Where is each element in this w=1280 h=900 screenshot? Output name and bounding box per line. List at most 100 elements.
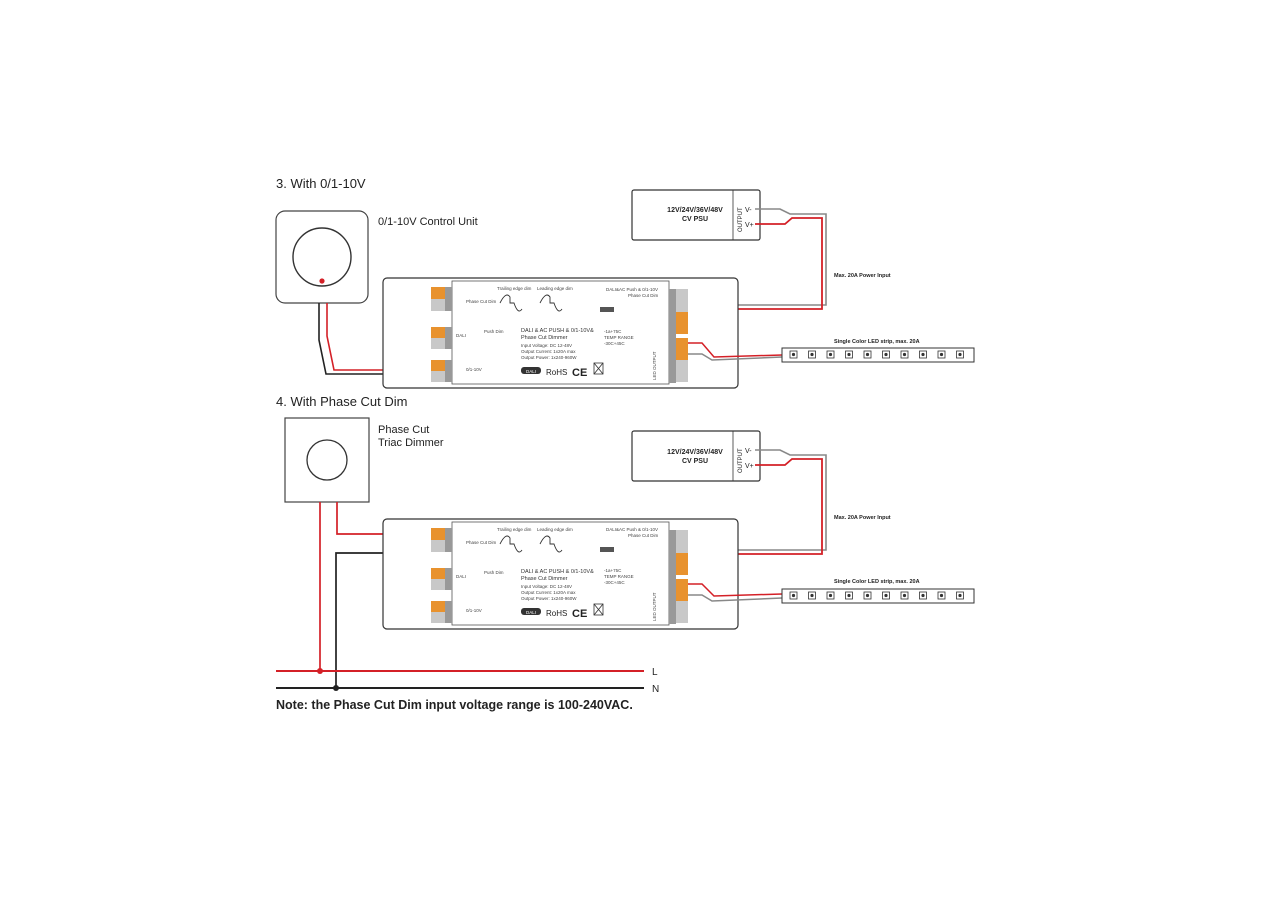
m2-spec-input: Input Voltage: DC 12-48V bbox=[521, 584, 572, 589]
m2-dip-switch-icon bbox=[600, 547, 614, 552]
psu-1: 12V/24V/36V/48V CV PSU OUTPUT V- V+ bbox=[631, 189, 761, 241]
m2-dali: DALI bbox=[456, 574, 466, 579]
m2-zero-ten: 0/1-10V bbox=[466, 608, 482, 613]
m1-temp-3: -30C+45C bbox=[604, 341, 625, 346]
m2-leading-edge: Leading edge dim bbox=[537, 527, 573, 532]
led-chip-dot-icon bbox=[902, 352, 907, 357]
section4-heading: 4. With Phase Cut Dim bbox=[276, 394, 408, 409]
m2-weee-icon bbox=[593, 603, 604, 616]
psu-1-label-1: 12V/24V/36V/48V bbox=[667, 207, 723, 214]
control-unit-0-10v bbox=[275, 210, 369, 304]
m2-trailing-edge: Trailing edge dim bbox=[497, 527, 532, 532]
section3-heading: 3. With 0/1-10V bbox=[276, 176, 366, 191]
m1-trailing-wave-icon bbox=[499, 294, 523, 312]
led-chip-dot-icon bbox=[847, 352, 851, 357]
led-chip-dot-icon bbox=[939, 593, 944, 598]
m1-zero-ten: 0/1-10V bbox=[466, 367, 482, 372]
junction-l-icon bbox=[317, 668, 323, 674]
led-chip-dot-icon bbox=[958, 352, 962, 357]
m1-title-2: Phase Cut Dimmer bbox=[521, 335, 568, 341]
m2-spec-power: Output Power: 1x240-960W bbox=[521, 596, 577, 601]
m1-dip-switch-icon bbox=[600, 307, 614, 312]
led-chip-dot-icon bbox=[791, 593, 796, 598]
m2-ce: CE bbox=[572, 608, 587, 620]
led-strip-label-1: Single Color LED strip, max. 20A bbox=[834, 339, 920, 345]
indicator-dot-icon bbox=[319, 278, 325, 284]
led-strip-1 bbox=[781, 347, 975, 363]
mains-n-label: N bbox=[652, 684, 659, 695]
psu-1-vplus: V+ bbox=[745, 222, 754, 229]
m2-trailing-wave-icon bbox=[499, 535, 523, 553]
m2-temp-1: -1a+75C bbox=[604, 568, 622, 573]
note-text: Note: the Phase Cut Dim input voltage ra… bbox=[276, 698, 633, 712]
psu-2-vminus: V- bbox=[745, 448, 752, 455]
led-strip-2 bbox=[781, 588, 975, 604]
psu-1-vminus: V- bbox=[745, 207, 752, 214]
m1-push-dim: Push Dim bbox=[484, 329, 504, 334]
m1-leading-wave-icon bbox=[539, 294, 563, 312]
power-input-label-1: Max. 20A Power Input bbox=[834, 273, 891, 279]
psu-2-label-1: 12V/24V/36V/48V bbox=[667, 449, 723, 456]
psu-2-vplus: V+ bbox=[745, 463, 754, 470]
m2-dali-logo: DALI bbox=[526, 610, 536, 615]
led-strip-label-2: Single Color LED strip, max. 20A bbox=[834, 579, 920, 585]
led-chip-dot-icon bbox=[791, 352, 796, 357]
m1-spec-power: Output Power: 1x240-960W bbox=[521, 355, 577, 360]
led-chip-dot-icon bbox=[810, 352, 814, 357]
m1-rohs: RoHS bbox=[546, 368, 567, 377]
m1-leading-edge: Leading edge dim bbox=[537, 286, 573, 291]
led-chip-dot-icon bbox=[810, 593, 814, 598]
dimmer-label-1: Phase Cut bbox=[378, 424, 429, 436]
psu-1-label-2: CV PSU bbox=[682, 216, 708, 223]
m2-rohs: RoHS bbox=[546, 609, 567, 618]
wire-led2-grey bbox=[688, 594, 783, 602]
led-chip-dot-icon bbox=[828, 593, 833, 598]
m2-push-dim: Push Dim bbox=[484, 570, 504, 575]
wire-led2-red bbox=[688, 583, 783, 597]
psu-1-output-label: OUTPUT bbox=[738, 207, 744, 232]
power-input-label-2: Max. 20A Power Input bbox=[834, 515, 891, 521]
m2-temp-2: TEMP RANGE bbox=[604, 574, 634, 579]
led-chip-dot-icon bbox=[921, 593, 925, 598]
m1-dali: DALI bbox=[456, 333, 466, 338]
psu-2: 12V/24V/36V/48V CV PSU OUTPUT V- V+ bbox=[631, 430, 761, 482]
m1-temp-1: -1a+75C bbox=[604, 329, 622, 334]
m1-spec-current: Output Current: 1x20A max bbox=[521, 349, 576, 354]
junction-n-icon bbox=[333, 685, 339, 691]
led-chip-dot-icon bbox=[865, 352, 870, 357]
led-chip-dot-icon bbox=[884, 352, 888, 357]
led-chip-dot-icon bbox=[902, 593, 907, 598]
m1-phase-cut-dim: Phase Cut Dim bbox=[466, 299, 497, 304]
m1-ce: CE bbox=[572, 367, 587, 379]
wire-led1-grey bbox=[688, 353, 783, 361]
m2-temp-3: -30C+45C bbox=[604, 580, 625, 585]
m2-dali-logo-icon bbox=[521, 608, 541, 615]
m1-dali-logo: DALI bbox=[526, 369, 536, 374]
m2-led-output: LED OUTPUT bbox=[652, 592, 657, 621]
m1-trailing-edge: Trailing edge dim bbox=[497, 286, 532, 291]
wire-led1-red bbox=[688, 342, 783, 358]
m1-top-right-2: Phase Cut Dim bbox=[628, 293, 659, 298]
mains-l-label: L bbox=[652, 667, 658, 678]
m2-leading-wave-icon bbox=[539, 535, 563, 553]
phase-cut-dimmer bbox=[284, 417, 370, 503]
m1-top-right-1: DALI&AC Push & 0/1-10V bbox=[606, 287, 658, 292]
led-chip-dot-icon bbox=[828, 352, 833, 357]
dimmer-label-2: Triac Dimmer bbox=[378, 437, 444, 449]
controller-module-2: Phase Cut Dim DALI Push Dim 0/1-10V Trai… bbox=[382, 518, 739, 630]
m2-phase-cut-dim: Phase Cut Dim bbox=[466, 540, 497, 545]
m1-dali-logo-icon bbox=[521, 367, 541, 374]
psu-2-label-2: CV PSU bbox=[682, 458, 708, 465]
m1-led-output: LED OUTPUT bbox=[652, 351, 657, 380]
led-chip-dot-icon bbox=[921, 352, 925, 357]
m2-top-right-1: DALI&AC Push & 0/1-10V bbox=[606, 527, 658, 532]
m1-temp-2: TEMP RANGE bbox=[604, 335, 634, 340]
m1-weee-icon bbox=[593, 362, 604, 375]
led-chip-dot-icon bbox=[884, 593, 888, 598]
m2-title-2: Phase Cut Dimmer bbox=[521, 576, 568, 582]
m1-spec-input: Input Voltage: DC 12-48V bbox=[521, 343, 572, 348]
control-unit-label: 0/1-10V Control Unit bbox=[378, 216, 478, 228]
led-chip-dot-icon bbox=[865, 593, 870, 598]
psu-2-output-label: OUTPUT bbox=[738, 448, 744, 473]
